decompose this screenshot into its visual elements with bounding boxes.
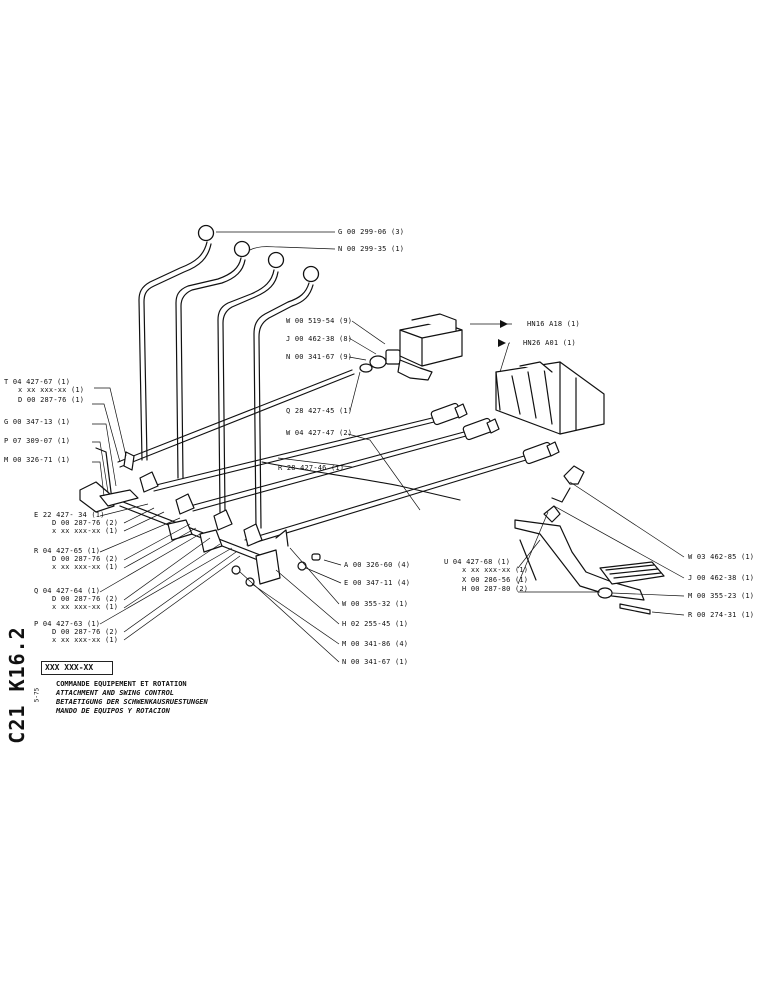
part-label-e0034711: E 00 347-11 (4) (344, 579, 411, 587)
part-label-q2842745: Q 28 427-45 (1) (286, 407, 353, 415)
part-label-x-e: x xx xxx-xx (1) (52, 527, 119, 535)
part-label-x0028656: X 00 286-56 (1) (462, 576, 529, 584)
valve-block-small (399, 313, 463, 367)
part-label-w0035532: W 00 355-32 (1) (342, 600, 409, 608)
cable-end-fittings (430, 402, 560, 465)
part-label-w0051954: W 00 519-54 (9) (286, 317, 353, 325)
part-label-j0046238-right: J 00 462-38 (1) (688, 574, 755, 582)
part-label-t0442767: T 04 427-67 (1) (4, 378, 71, 386)
part-label-g0029906: G 00 299-06 (3) (338, 228, 405, 236)
lever-1 (138, 241, 212, 461)
part-label-hn26: HN26 A01 (1) (523, 339, 576, 347)
part-label-q0442764: Q 04 427-64 (1) (34, 587, 101, 595)
lever-knob-3 (267, 251, 285, 269)
lever-knob-1 (197, 224, 215, 242)
base-bracket (79, 447, 321, 587)
part-label-d0028776-e: D 00 287-76 (2) (52, 519, 119, 527)
sheet-code-text: C21 K16.2 (5, 626, 29, 744)
lever-4 (253, 282, 314, 529)
part-label-e2242734: E 22 427- 34 (1) (34, 511, 105, 519)
part-label-a0032660: A 00 326-60 (4) (344, 561, 411, 569)
part-label-g0034713: G 00 347-13 (1) (4, 418, 71, 426)
sheet-date: 5-75 (31, 680, 43, 710)
part-label-p0730907: P 07 309-07 (1) (4, 437, 71, 445)
sheet-code: C21 K16.2 (4, 620, 30, 750)
part-label-x-t: x xx xxx-xx (1) (18, 386, 85, 394)
part-label-m0032671: M 00 326-71 (1) (4, 456, 71, 464)
lever-knob-4 (302, 265, 320, 283)
part-label-d0028776-q: D 00 287-76 (2) (52, 595, 119, 603)
part-label-u0442768: U 04 427-68 (1) (444, 558, 511, 566)
title-de: BETAETIGUNG DER SCHWENKAUSRUESTUNGEN (56, 698, 208, 706)
part-label-n0029935: N 00 299-35 (1) (338, 245, 405, 253)
part-label-m0035523: M 00 355-23 (1) (688, 592, 755, 600)
sheet-date-text: 5-75 (33, 687, 41, 703)
part-label-x-r: x xx xxx-xx (1) (52, 563, 119, 571)
part-label-d0028776-r: D 00 287-76 (2) (52, 555, 119, 563)
part-label-h0225545: H 02 255-45 (1) (342, 620, 409, 628)
leader-arrows (498, 320, 508, 347)
part-label-w0346285: W 03 462-85 (1) (688, 553, 755, 561)
pedal-assembly (514, 465, 665, 615)
control-cables (117, 369, 527, 546)
part-label-n0034167-bot: N 00 341-67 (1) (342, 658, 409, 666)
part-label-x-q: x xx xxx-xx (1) (52, 603, 119, 611)
part-label-r0027431: R 00 274-31 (1) (688, 611, 755, 619)
lever-knob-2 (233, 240, 251, 258)
reference-text: XXX XXX-XX (45, 663, 94, 672)
part-label-n0034167-top: N 00 341-67 (9) (286, 353, 353, 361)
part-label-m0034186: M 00 341-86 (4) (342, 640, 409, 648)
part-label-r0442765: R 04 427-65 (1) (34, 547, 101, 555)
lever-2 (175, 257, 246, 479)
part-label-h0028780: H 00 287-80 (2) (462, 585, 529, 593)
part-label-x-p: x xx xxx-xx (1) (52, 636, 119, 644)
title-es: MANDO DE EQUIPOS Y ROTACION (56, 707, 170, 715)
reference-box: XXX XXX-XX (41, 661, 113, 675)
part-label-w0442747: W 04 427-47 (2) (286, 429, 353, 437)
part-label-p0442763: P 04 427-63 (1) (34, 620, 101, 628)
title-fr: COMMANDE EQUIPEMENT ET ROTATION (56, 680, 187, 688)
valve-block-large (495, 361, 605, 435)
part-label-d0028776-t: D 00 287-76 (1) (18, 396, 85, 404)
part-label-j0046238-top: J 00 462-38 (8) (286, 335, 353, 343)
lever-3 (217, 269, 279, 513)
part-label-hn16: HN16 A18 (1) (527, 320, 580, 328)
part-label-r2842746: R 28 427-46 (1) (278, 464, 345, 472)
title-en: ATTACHMENT AND SWING CONTROL (56, 689, 175, 697)
leader-lines (92, 231, 685, 663)
fork-joint (359, 349, 433, 381)
part-label-d0028776-p: D 00 287-76 (2) (52, 628, 119, 636)
part-label-x-u: x xx xxx-xx (1) (462, 566, 529, 574)
